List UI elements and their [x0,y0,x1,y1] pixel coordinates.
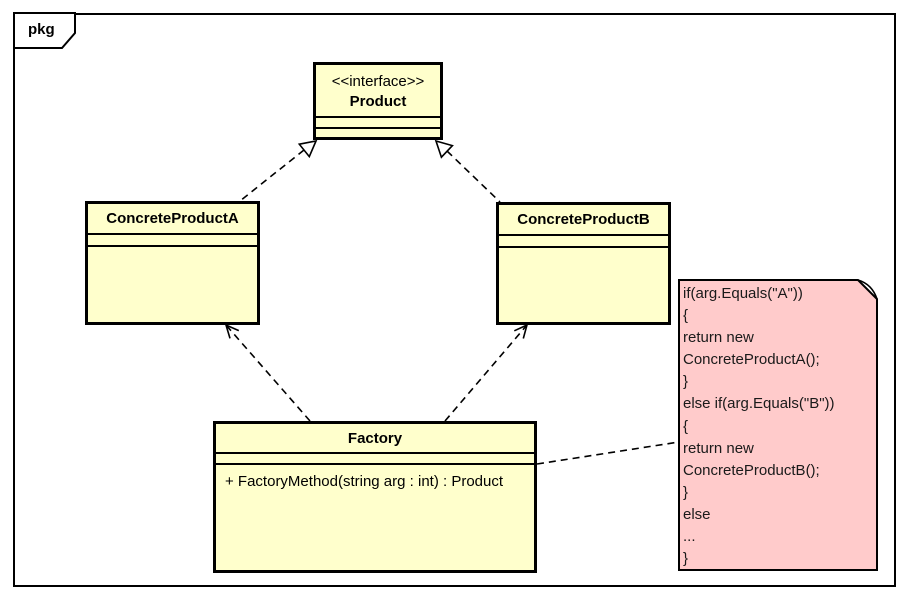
code-note-fold [857,279,878,300]
class-name-concrete-product-a: ConcreteProductA [106,210,239,227]
class-box-factory: Factory + FactoryMethod(string arg : int… [213,421,537,573]
class-title-product: <<interface>> Product [316,65,440,116]
class-box-concrete-product-b: ConcreteProductB [496,202,671,325]
note-line: ConcreteProductB(); [683,461,820,479]
realization-line-b [446,150,501,203]
attributes-compartment [216,452,534,463]
stereotype-label: <<interface>> [331,72,425,90]
note-line: } [683,483,689,501]
attributes-compartment [316,116,440,127]
methods-compartment [499,246,668,322]
note-line: { [683,417,689,435]
note-line: else [683,505,711,523]
realization-triangle-a [297,139,318,159]
attributes-compartment [499,234,668,246]
note-line: { [683,307,689,325]
methods-compartment: + FactoryMethod(string arg : int) : Prod… [216,463,534,570]
note-line: return new [683,439,754,457]
package-tab-label: pkg [28,21,55,38]
realization-triangle-b [434,139,454,159]
class-box-concrete-product-a: ConcreteProductA [85,201,260,325]
dependency-line-b [444,324,528,422]
note-line: } [683,550,689,568]
class-name-concrete-product-b: ConcreteProductB [517,211,650,228]
code-note-shape [678,279,878,571]
methods-compartment [316,127,440,137]
methods-compartment [88,245,257,322]
realization-line-a [239,149,305,202]
package-frame-border [13,13,896,587]
attributes-compartment [88,233,257,245]
note-line: ... [683,528,696,546]
note-line: return new [683,329,754,347]
dependency-arrowhead-a [224,323,240,339]
note-line: if(arg.Equals("A")) [683,285,803,302]
package-tab-shape [13,12,76,49]
dependency-arrowhead-b [513,323,529,339]
factory-method-signature: + FactoryMethod(string arg : int) : Prod… [225,473,504,490]
class-box-product: <<interface>> Product [313,62,443,140]
class-name-product: Product [349,92,407,110]
note-anchor-line [536,441,680,465]
class-name-factory: Factory [347,429,403,447]
note-line: else if(arg.Equals("B")) [683,395,835,413]
note-line: ConcreteProductA(); [683,351,820,369]
dependency-line-a [225,324,311,422]
note-line: } [683,373,689,391]
